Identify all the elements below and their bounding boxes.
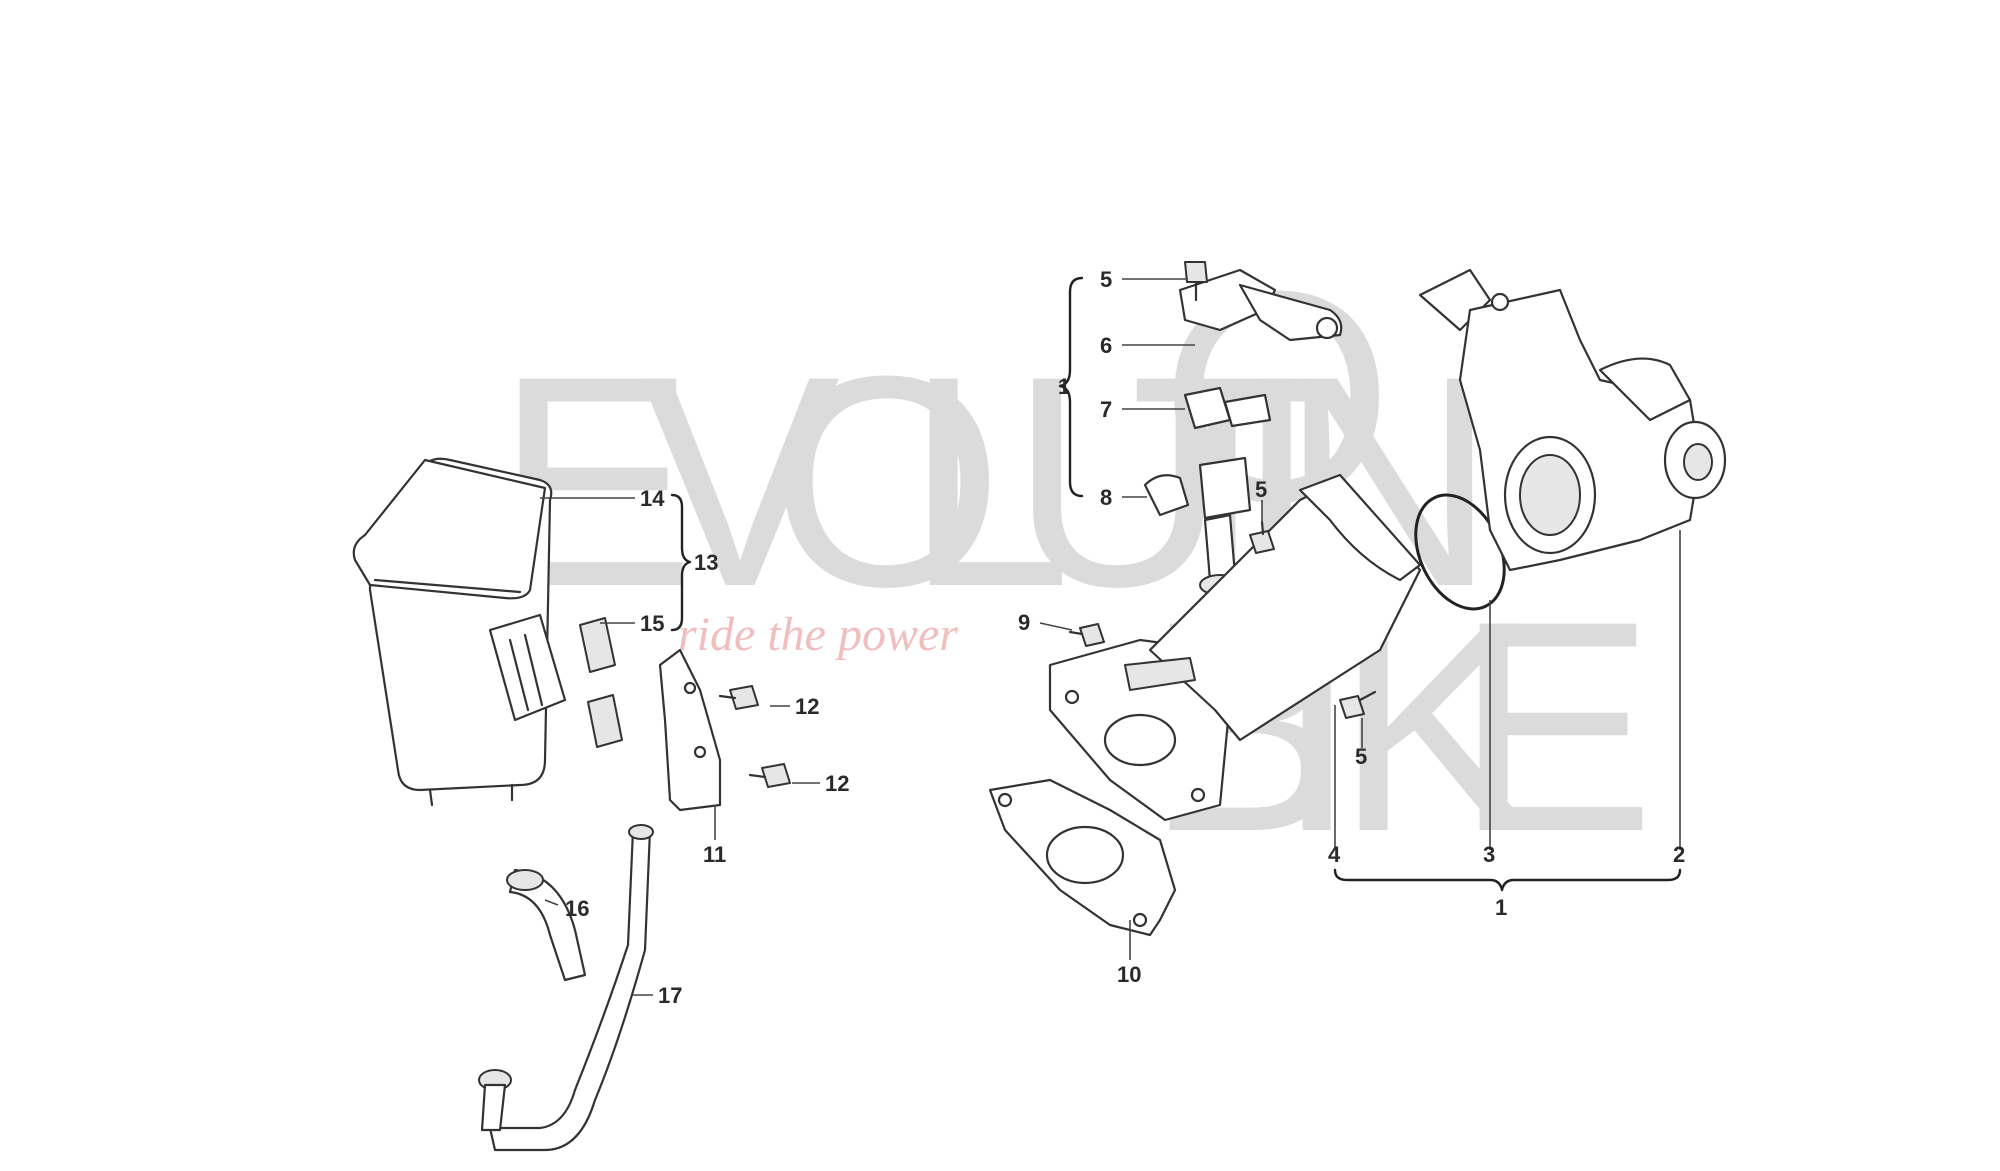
callout-9: 9 xyxy=(1018,610,1030,635)
bolt-part-5-top xyxy=(1184,261,1208,302)
callout-5-top: 5 xyxy=(1100,267,1112,292)
callout-4: 4 xyxy=(1328,842,1341,867)
callout-3: 3 xyxy=(1483,842,1495,867)
bracket-part-11 xyxy=(658,648,722,812)
watermark-letter-v: V xyxy=(640,313,842,649)
callout-10: 10 xyxy=(1117,962,1141,987)
callout-5-middle: 5 xyxy=(1255,477,1267,502)
hose-part-17 xyxy=(478,824,654,1152)
leader-lines xyxy=(540,278,1681,996)
watermark-letter-e2: E xyxy=(1455,558,1655,894)
bolt-part-5-bottom xyxy=(1339,690,1377,719)
bolt-part-9 xyxy=(1068,623,1105,647)
brace-group-1-bottom xyxy=(1333,868,1682,892)
callout-5-bottom: 5 xyxy=(1355,744,1367,769)
callout-11: 11 xyxy=(703,842,726,867)
callout-6: 6 xyxy=(1100,333,1112,358)
brace-group-1-top xyxy=(1058,276,1084,498)
intake-manifold xyxy=(1048,473,1422,822)
callout-2: 2 xyxy=(1673,842,1685,867)
callout-12-lower: 12 xyxy=(825,771,849,796)
pads-part-15 xyxy=(579,617,623,748)
watermark-letter-l: L xyxy=(905,313,1072,649)
canister-part-14 xyxy=(352,457,567,807)
callout-17: 17 xyxy=(658,983,682,1008)
gasket-part-10 xyxy=(988,778,1177,937)
brace-group-13 xyxy=(670,493,692,632)
bolts-part-12 xyxy=(718,685,791,788)
injector-part-8 xyxy=(1143,456,1252,596)
callout-14: 14 xyxy=(640,486,665,511)
bolt-part-5-middle xyxy=(1249,520,1275,554)
injector-bracket-part-6 xyxy=(1178,268,1343,342)
callout-1-injector-group: 1 xyxy=(1058,374,1070,399)
watermark-letter-o: O xyxy=(770,313,1003,649)
callout-16: 16 xyxy=(565,896,589,921)
watermark: E V O L U T I O N B I K E ride the power xyxy=(495,228,1655,894)
connector-part-7 xyxy=(1183,386,1272,430)
callout-8: 8 xyxy=(1100,485,1112,510)
callout-13: 13 xyxy=(694,550,718,575)
watermark-letter-u: U xyxy=(1010,313,1227,649)
callout-7: 7 xyxy=(1100,397,1112,422)
callout-1-throttle-group: 1 xyxy=(1495,895,1507,920)
callout-15: 15 xyxy=(640,611,664,636)
callout-12-upper: 12 xyxy=(795,694,819,719)
hose-part-16 xyxy=(506,868,587,982)
callout-labels: 5 6 1 7 8 5 9 5 4 3 2 1 10 14 13 15 12 1… xyxy=(565,267,1685,1008)
throttle-body-part-2 xyxy=(1418,268,1727,572)
watermark-tagline: ride the power xyxy=(678,608,958,661)
